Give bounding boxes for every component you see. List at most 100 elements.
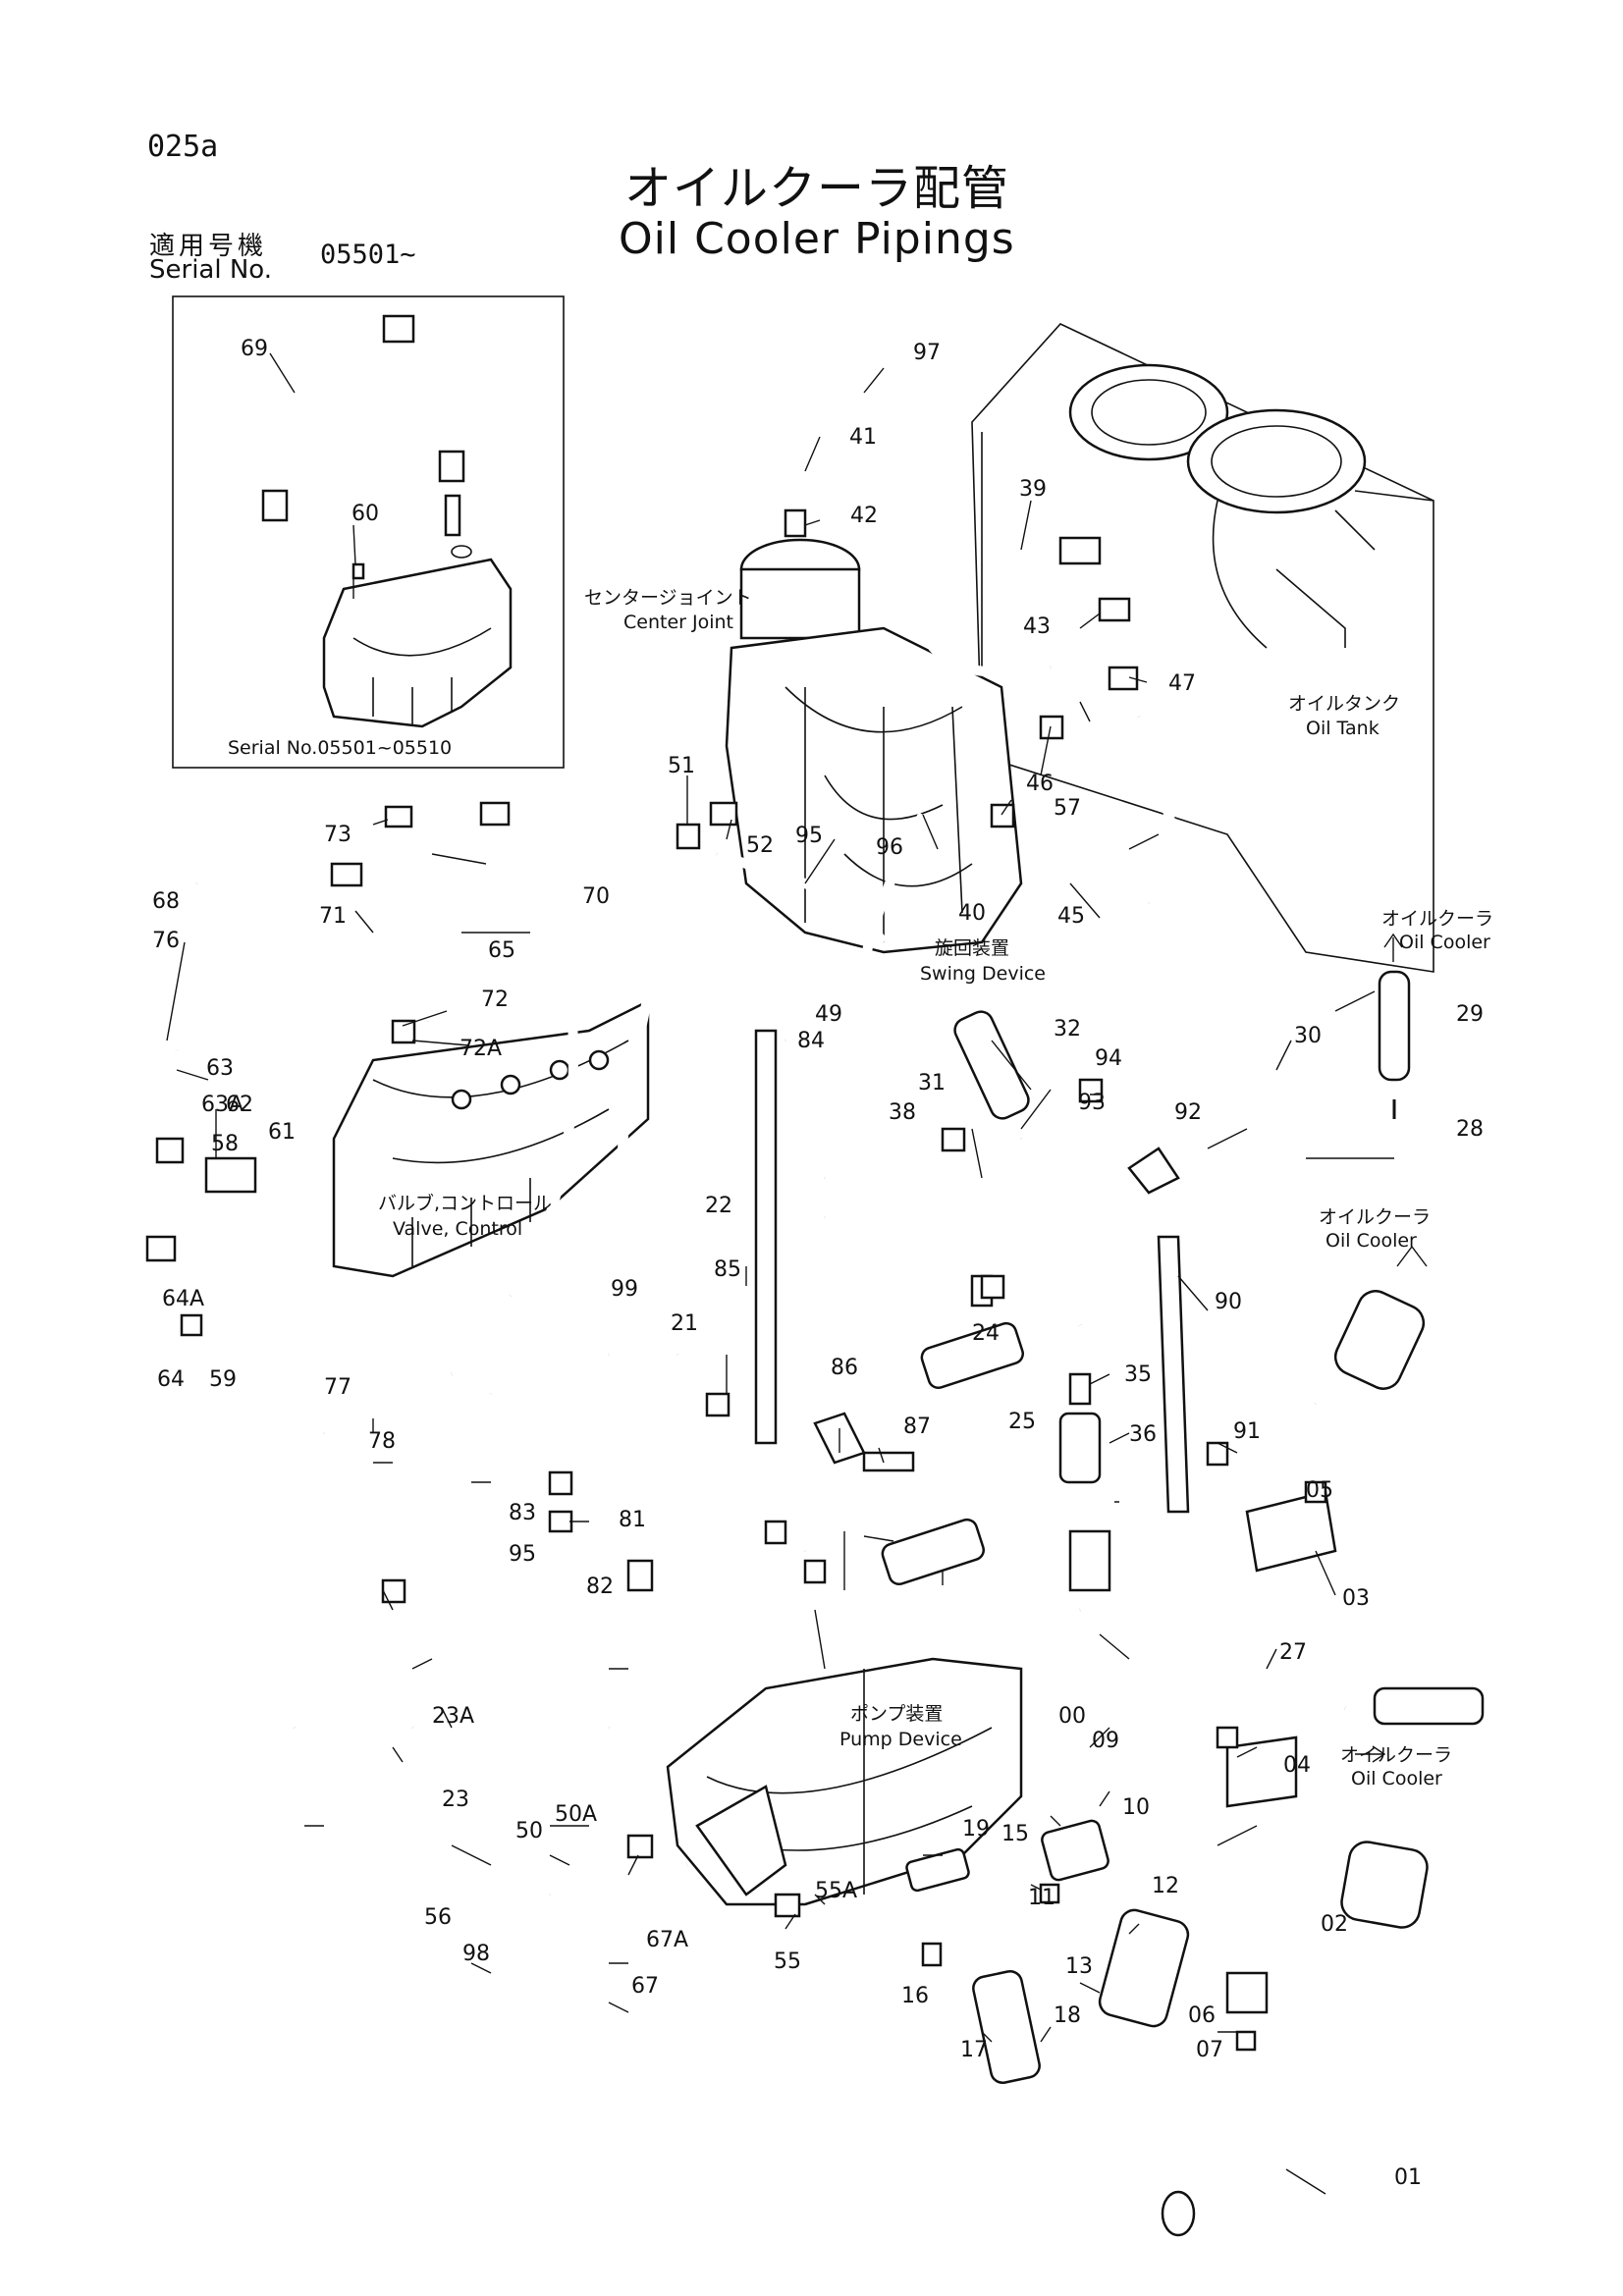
serial-label-english: Serial No. xyxy=(149,255,272,285)
part-label: 25 xyxy=(1008,1410,1036,1434)
part-label: 42 xyxy=(850,504,878,528)
bolt-94-lower xyxy=(980,1274,1005,1300)
adapter-82 xyxy=(626,1559,654,1592)
bolt-94-upper xyxy=(1078,1078,1104,1103)
part-label: 43 xyxy=(1023,614,1051,639)
part-label: 78 xyxy=(368,1429,396,1454)
part-label: 11 xyxy=(1028,1886,1055,1910)
label-swing-device-ja: 旋回装置 xyxy=(935,937,1009,959)
part-label: 27 xyxy=(1279,1640,1307,1665)
part-label: 56 xyxy=(424,1905,452,1930)
oil-tank xyxy=(971,323,1434,973)
adapter-35 xyxy=(1068,1372,1092,1406)
cooler-connector-02-upper xyxy=(1333,1290,1426,1390)
inset-plug-60 xyxy=(352,562,365,580)
part-label: 55 xyxy=(774,1949,801,1974)
part-label: 45 xyxy=(1057,904,1085,929)
part-label: 67 xyxy=(631,1974,659,1999)
fitting-67A xyxy=(626,1834,654,1859)
sleeve-29-lower xyxy=(1373,1686,1485,1726)
filter-18 xyxy=(972,1969,1041,2085)
part-label: 71 xyxy=(319,904,347,929)
label-oil-tank-ja: オイルタンク xyxy=(1288,693,1400,715)
arrow-oil-cooler-upper xyxy=(1383,933,1403,962)
adapter-72b xyxy=(803,1559,827,1584)
clamp-04 xyxy=(1225,1735,1298,1808)
part-label: 05 xyxy=(1306,1478,1333,1503)
page-code: 025a xyxy=(147,130,219,164)
inset-o-ring xyxy=(451,545,472,559)
pipe-01-end xyxy=(1161,2190,1196,2237)
label-swing-device-en: Swing Device xyxy=(920,963,1046,985)
label-center-joint-en: Center Joint xyxy=(623,612,733,633)
filters-and-sleeves xyxy=(881,970,1485,2085)
part-label: 46 xyxy=(1026,772,1054,796)
part-label: 50A xyxy=(555,1802,597,1827)
bracket-90 xyxy=(1157,1235,1190,1514)
elbow-63A xyxy=(155,1137,185,1164)
pipe-01 xyxy=(1177,1915,1396,2211)
bolt-11 xyxy=(1039,1883,1060,1904)
part-label: 90 xyxy=(1215,1290,1242,1314)
label-pump-device-ja: ポンプ装置 xyxy=(850,1703,943,1725)
inset-nut-left xyxy=(261,489,289,522)
center-joint-swing-device xyxy=(725,538,1023,954)
part-label: 85 xyxy=(714,1257,741,1282)
part-label: 87 xyxy=(903,1415,931,1439)
label-oil-cooler-en-lower: Oil Cooler xyxy=(1351,1768,1442,1789)
label-center-joint-ja: センタージョイント xyxy=(584,587,752,609)
part-label: 52 xyxy=(746,833,774,858)
adapter-36 xyxy=(1058,1412,1102,1484)
part-label: 09 xyxy=(1092,1729,1119,1753)
part-label: 17 xyxy=(960,2038,988,2062)
part-label: 93 xyxy=(1078,1091,1106,1115)
elbow-73 xyxy=(384,805,413,828)
part-label: 23A xyxy=(432,1704,474,1729)
serial-value: 05501~ xyxy=(320,240,416,270)
part-label: 10 xyxy=(1122,1795,1150,1820)
sleeve-24-upper xyxy=(920,1321,1025,1390)
part-label: 77 xyxy=(324,1375,352,1400)
part-label: 91 xyxy=(1233,1419,1261,1444)
hoses xyxy=(156,366,1189,2008)
label-oil-cooler-ja-mid: オイルクーラ xyxy=(1319,1206,1431,1228)
part-label: 06 xyxy=(1188,2003,1216,2028)
part-number-labels: 69 60 97 41 42 39 43 47 51 52 95 96 46 5… xyxy=(152,337,1484,2190)
bracket-84 xyxy=(754,1029,778,1445)
part-label: 23 xyxy=(442,1788,469,1812)
fitting-95-lower xyxy=(548,1510,573,1533)
inset-detail xyxy=(172,295,565,769)
part-label: 47 xyxy=(1168,671,1196,696)
pump-regulator xyxy=(695,1785,787,1896)
fitting-72A xyxy=(391,1019,416,1044)
pump-device xyxy=(666,1657,1023,1906)
part-label: 13 xyxy=(1065,1954,1093,1979)
part-label: 72A xyxy=(460,1037,502,1061)
filter-12 xyxy=(1098,1908,1190,2028)
flange-10 xyxy=(1041,1819,1109,1882)
inset-caption: Serial No.05501~05510 xyxy=(228,737,452,759)
adapter-72 xyxy=(764,1520,787,1545)
part-label: 97 xyxy=(913,341,941,365)
part-label: 51 xyxy=(668,754,695,778)
hose-68 xyxy=(174,865,354,1051)
elbow-47 xyxy=(1108,666,1139,691)
part-label: 29 xyxy=(1456,1002,1484,1027)
block-58 xyxy=(204,1156,257,1194)
part-label: 15 xyxy=(1001,1822,1029,1846)
part-label: 62 xyxy=(226,1093,253,1117)
sleeve-24-lower xyxy=(881,1518,986,1586)
inset-frame xyxy=(172,295,565,769)
part-label: 01 xyxy=(1394,2165,1422,2190)
label-oil-cooler-en-mid: Oil Cooler xyxy=(1325,1230,1417,1252)
fittings xyxy=(145,508,1327,2052)
bolt-94-mid xyxy=(941,1127,966,1152)
label-oil-tank-en: Oil Tank xyxy=(1306,718,1380,739)
part-label: 99 xyxy=(611,1277,638,1302)
part-label: 57 xyxy=(1054,796,1081,821)
rigid-pipes xyxy=(450,1099,1411,2237)
elbow-43 xyxy=(1098,597,1131,622)
part-label: 61 xyxy=(268,1120,296,1145)
part-label: 38 xyxy=(889,1100,916,1125)
